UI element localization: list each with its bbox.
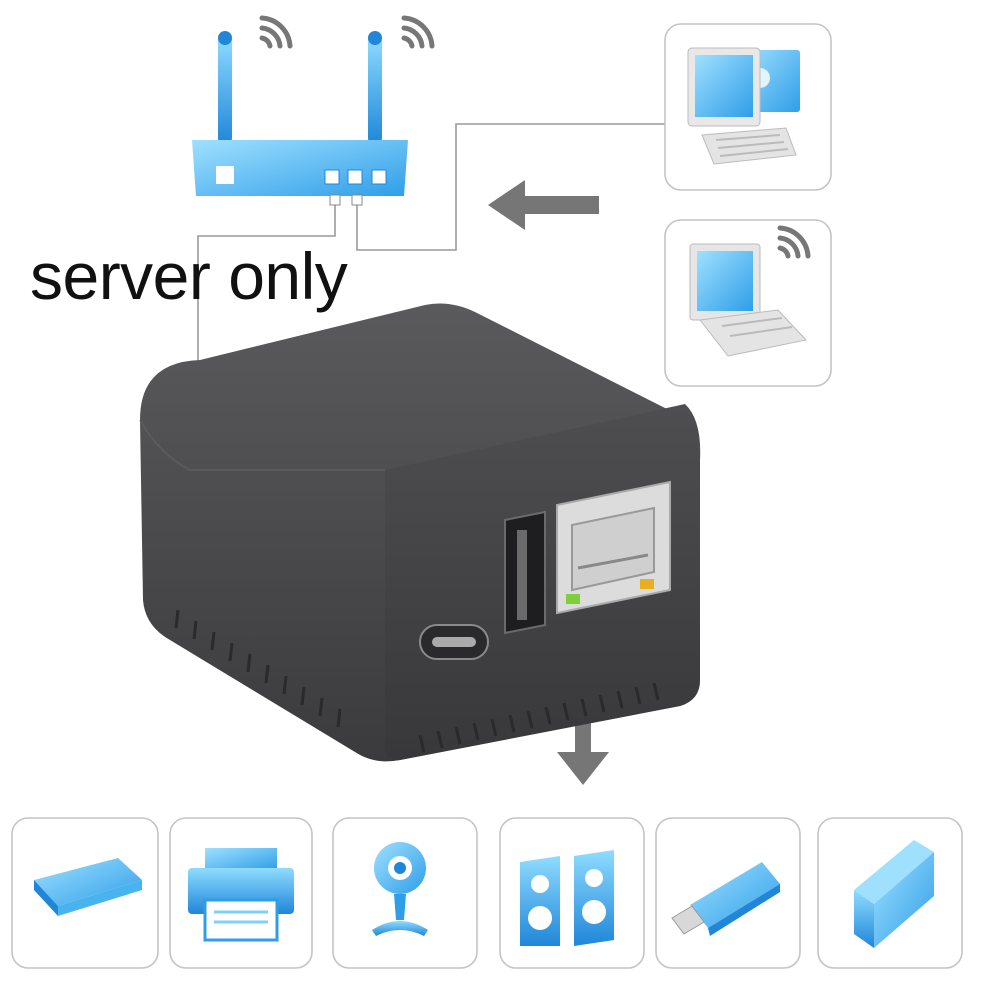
usb-flash-drive-icon	[671, 862, 780, 936]
webcam-card	[332, 817, 478, 969]
usb-dongle-card	[817, 817, 963, 969]
wireless-laptop-icon	[689, 243, 807, 357]
caption-text: server only	[30, 239, 348, 313]
laptop-wifi-icon	[777, 225, 811, 259]
external-hard-drive-icon	[34, 858, 142, 916]
usb-flash-drive-card	[655, 817, 801, 969]
printer-card	[169, 817, 313, 969]
wireless-laptop-card	[664, 219, 832, 387]
webcam-icon	[372, 842, 428, 936]
print-server-device	[139, 303, 701, 762]
left-arrow-icon	[488, 180, 599, 230]
desktop-computer-card	[664, 23, 832, 191]
wifi-router-icon	[192, 31, 408, 206]
connection-lines	[197, 123, 665, 362]
speakers-card	[499, 817, 645, 969]
wifi-signal-icon	[259, 15, 435, 49]
speakers-icon	[520, 850, 614, 946]
printer-icon	[188, 848, 294, 942]
desktop-computer-icon	[687, 47, 800, 165]
external-hard-drive-card	[11, 817, 159, 969]
router-to-device-line	[197, 195, 336, 362]
usb-dongle-icon	[854, 840, 934, 948]
router-to-computer-line	[356, 123, 665, 251]
